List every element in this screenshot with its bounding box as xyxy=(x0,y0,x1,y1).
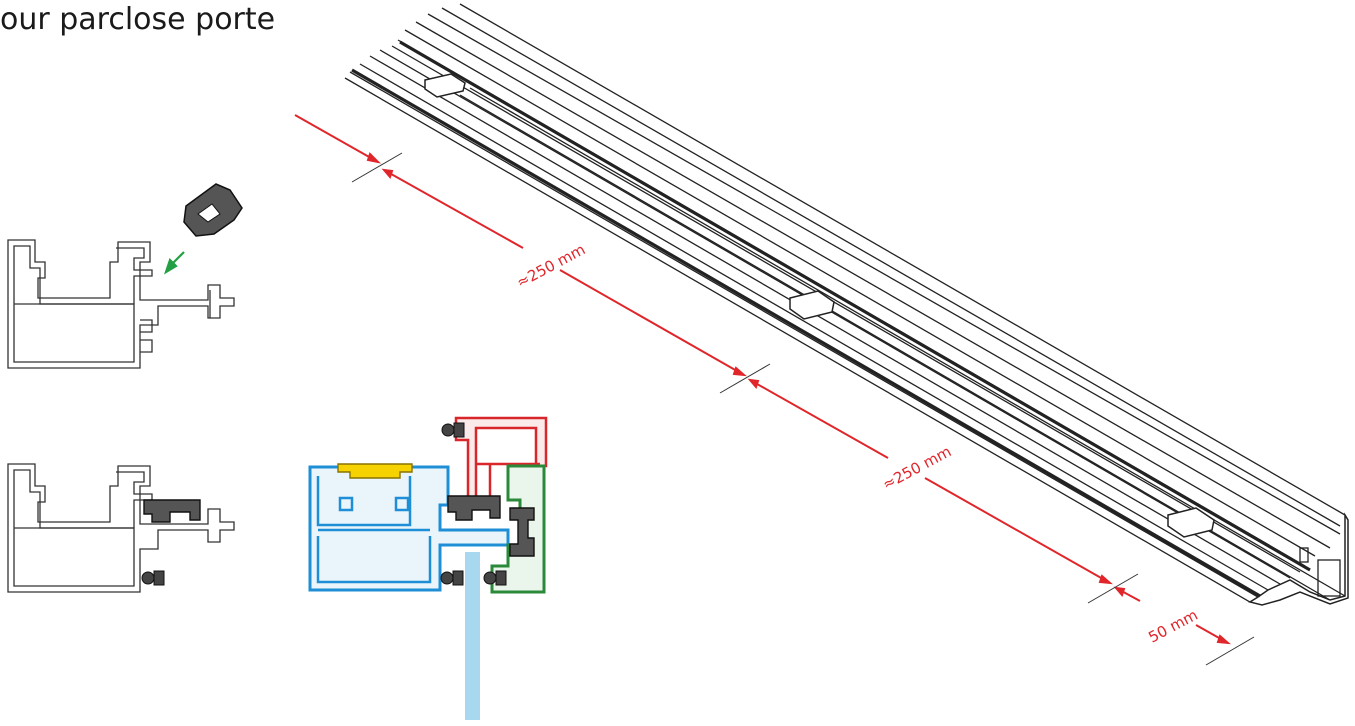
extension-lines xyxy=(351,152,1255,666)
gasket-clip-fitted xyxy=(143,499,201,523)
cross-section-assembled xyxy=(7,463,235,593)
green-bead-profile xyxy=(490,464,546,594)
dimension-lines xyxy=(294,114,1232,645)
blue-frame-inner xyxy=(316,476,432,584)
glass-pane xyxy=(465,552,480,720)
red-parclose-profile xyxy=(454,416,548,502)
dimension-label-3: 50 mm xyxy=(1145,606,1200,647)
insert-arrow xyxy=(164,251,185,275)
gasket-seals xyxy=(440,422,507,586)
long-profile xyxy=(344,3,1349,606)
page-title: our parclose porte xyxy=(0,2,276,37)
gasket-clip-centre xyxy=(447,495,501,521)
dimension-label-2: ≈250 mm xyxy=(879,442,954,493)
gasket-seal xyxy=(141,570,165,586)
gasket-clip-vertical xyxy=(509,507,535,557)
cross-section-before xyxy=(7,239,235,369)
blue-frame-profile xyxy=(308,465,510,592)
dimension-label-1: ≈250 mm xyxy=(513,240,588,291)
yellow-insert xyxy=(337,463,413,479)
gasket-clip-loose xyxy=(183,183,243,237)
